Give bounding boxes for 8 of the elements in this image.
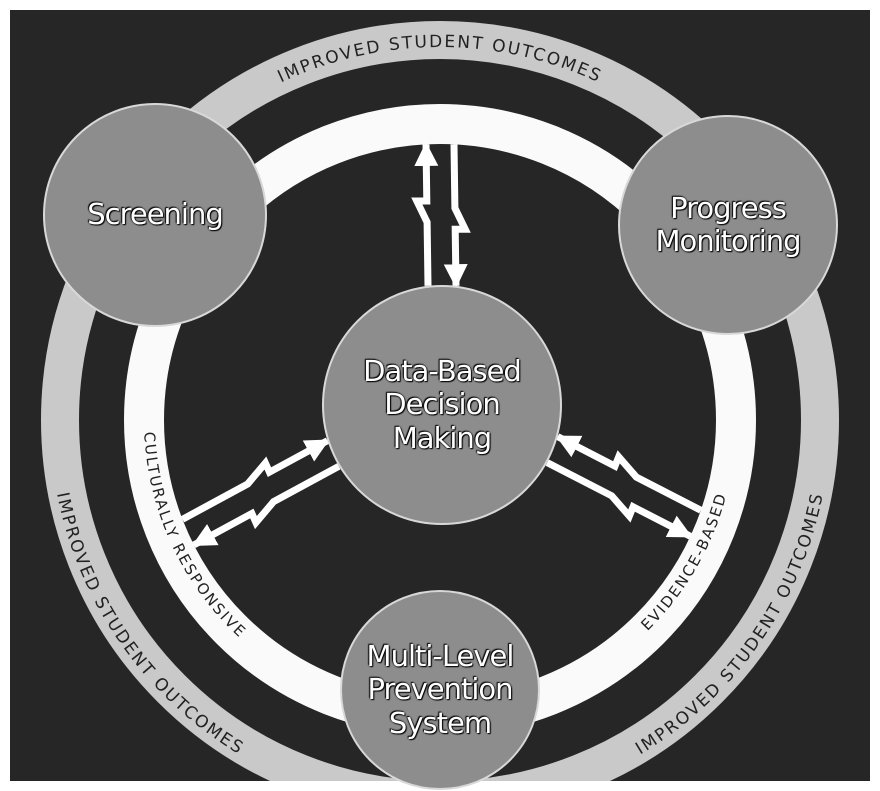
lightning-arrow: [444, 144, 471, 288]
lightning-arrow: [546, 460, 692, 540]
lightning-arrow: [556, 434, 702, 514]
node-label: Multi-Level Prevention System: [366, 640, 514, 740]
node-label: Progress Monitoring: [654, 192, 802, 258]
node-label: Screening: [87, 198, 223, 232]
lightning-arrow: [411, 142, 438, 286]
node-label: Data-Based Decision Making: [362, 354, 522, 456]
